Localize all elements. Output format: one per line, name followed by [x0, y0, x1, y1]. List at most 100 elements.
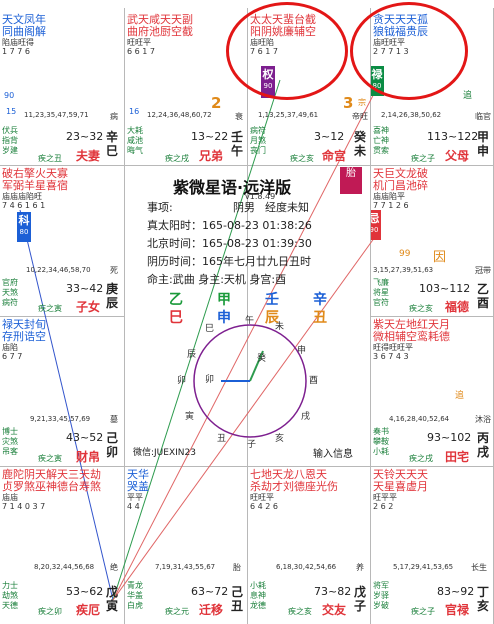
- yin-sha-badge: 胎: [340, 167, 362, 194]
- palace-name[interactable]: 父母: [445, 149, 470, 163]
- palace-name[interactable]: 兄弟: [199, 149, 224, 163]
- compass-label: 卯: [177, 376, 187, 386]
- lunar-time: 阴历时间：165年七月廿九日丑时: [147, 255, 311, 268]
- compass-label: 丑: [217, 434, 227, 444]
- palace-name[interactable]: 田宅: [445, 450, 470, 464]
- life-stage: 沐浴: [475, 415, 491, 424]
- stem-branch: 庚 辰: [106, 282, 119, 310]
- age-range: 3~12: [314, 130, 345, 143]
- gender: 阴男: [233, 201, 255, 214]
- ruler: 疾之戌: [409, 454, 433, 463]
- gods-list: 病符 月煞 丧门: [250, 126, 266, 155]
- palace-cell-wu[interactable]: 武天咸天天副 曲府池厨空截 旺旺平 6 6 1 7 2 16 12,24,36,…: [125, 8, 247, 165]
- gods-list: 伏兵 指背 岁建: [2, 126, 18, 155]
- life-stage: 绝: [110, 563, 118, 572]
- palace-name[interactable]: 子女: [76, 300, 101, 314]
- longitude: 经度未知: [265, 201, 309, 214]
- age-list: 11,23,35,47,59,71: [24, 111, 89, 119]
- palace-name[interactable]: 命宫: [322, 149, 347, 163]
- compass-label: 寅: [185, 412, 195, 422]
- star-names: 天华 哭盖 平平 4 4: [127, 468, 149, 512]
- age-list: 4,16,28,40,52,64: [389, 415, 450, 423]
- ruler: 疾之亥: [409, 304, 433, 313]
- star-names: 紫天左地红天月 微相辅空鸾耗德 旺得旺旺平 3 6 7 4 3: [373, 318, 450, 362]
- input-info-button[interactable]: 输入信息: [313, 449, 353, 460]
- stem-branch: 癸 未: [354, 130, 367, 158]
- stem-branch: 戊 寅: [106, 585, 119, 613]
- stem-branch: 乙 酉: [477, 282, 490, 310]
- age-range: 13~22: [191, 130, 229, 143]
- score: 3: [343, 94, 354, 112]
- age-range: 83~92: [437, 585, 475, 598]
- life-stage: 临官: [475, 112, 491, 121]
- age-range: 33~42: [66, 282, 104, 295]
- palace-name[interactable]: 疾厄: [76, 603, 101, 617]
- compass-label: 巳: [205, 324, 215, 334]
- age-list: 12,24,36,48,60,72: [147, 111, 212, 119]
- ruler: 疾之寅: [38, 454, 62, 463]
- month-branch: 申: [217, 310, 231, 326]
- palace-name[interactable]: 交友: [322, 603, 347, 617]
- zhui-mark: 追: [455, 391, 465, 401]
- month-stem: 甲: [217, 292, 231, 308]
- true-solar-time: 真太阳时：165-08-23 01:38:26: [147, 219, 312, 232]
- app-title: 紫微星语·远洋版: [173, 178, 292, 197]
- star-names: 天铃天天天 天星喜虚月 旺平平 2 6 2: [373, 468, 428, 512]
- ruler: 疾之卯: [38, 607, 62, 616]
- palace-cell-chou[interactable]: 天华 哭盖 平平 4 4 7,19,31,43,55,67 胎 青龙 华盖 白虎…: [125, 467, 247, 624]
- life-stage: 养: [356, 563, 364, 572]
- day-stem: 壬: [265, 292, 279, 308]
- day-branch: 辰: [265, 310, 279, 326]
- compass-label: 癸: [257, 354, 267, 364]
- age-list: 3,15,27,39,51,63: [373, 266, 434, 274]
- palace-cell-you[interactable]: 天巨文龙破 机门昌池碎 庙庙陷平 7 7 1 2 6 忌 90 99 因 3,1…: [371, 166, 493, 316]
- palace-name[interactable]: 夫妻: [76, 149, 101, 163]
- palace-cell-mao[interactable]: 禄天封旬 存刑诰空 庙陷 6 7 7 9,21,33,45,57,69 墓 博士…: [0, 317, 124, 466]
- compass-label: 亥: [275, 434, 285, 444]
- palace-name[interactable]: 财帛: [76, 450, 101, 464]
- palace-cell-hai[interactable]: 天铃天天天 天星喜虚月 旺平平 2 6 2 5,17,29,41,53,65 长…: [371, 467, 493, 624]
- center-panel: 紫微星语·远洋版 v1.8.49 胎 事项: 阴男 经度未知 真太阳时：165-…: [125, 165, 371, 465]
- compass-label: 辰: [187, 350, 197, 360]
- ruler: 疾之寅: [38, 304, 62, 313]
- palace-name[interactable]: 官禄: [445, 603, 470, 617]
- gods-list: 青龙 华盖 白虎: [127, 581, 143, 610]
- highlight-ring: [226, 2, 348, 100]
- zong-mark: 宗: [358, 98, 366, 107]
- wechat-id: 微信:JUEXIN23: [133, 448, 196, 458]
- compass-icon: [193, 324, 307, 438]
- highlight-ring: [350, 2, 468, 100]
- palace-cell-si[interactable]: 天文凤年 同曲阁解 陷庙旺得 1 7 7 6 90 15 11,23,35,47…: [0, 8, 124, 165]
- compass-label: 未: [275, 322, 285, 332]
- stem-branch: 己 卯: [106, 431, 119, 459]
- stem-branch: 丁 亥: [477, 585, 490, 613]
- life-stage: 胎: [233, 563, 241, 572]
- palace-cell-xu[interactable]: 紫天左地红天月 微相辅空鸾耗德 旺得旺旺平 3 6 7 4 3 追 4,16,2…: [371, 317, 493, 466]
- hour-branch: 丑: [313, 310, 327, 326]
- palace-cell-zi[interactable]: 七地天龙八恩天 杀劫才刘德座光伤 旺旺平 6 4 2 6 6,18,30,42,…: [248, 467, 370, 624]
- ruler: 疾之元: [165, 607, 189, 616]
- gods-list: 大耗 咸池 晦气: [127, 126, 143, 155]
- age-range: 73~82: [314, 585, 352, 598]
- ji-badge: 忌 90: [371, 210, 381, 240]
- gods-list: 将军 岁驿 岁破: [373, 581, 389, 610]
- palace-name[interactable]: 福德: [445, 300, 470, 314]
- star-names: 武天咸天天副 曲府池厨空截 旺旺平 6 6 1 7: [127, 13, 193, 57]
- ruler: 疾之戌: [165, 154, 189, 163]
- age-range: 103~112: [419, 282, 471, 295]
- compass-label: 酉: [309, 376, 319, 386]
- palace-name[interactable]: 迁移: [199, 603, 224, 617]
- age-list: 7,19,31,43,55,67: [155, 563, 216, 571]
- score: 99: [399, 249, 411, 259]
- gods-list: 小耗 息神 龙德: [250, 581, 266, 610]
- palace-cell-yin[interactable]: 鹿陀阴天解天三天劫 贞罗煞巫神德台寿煞 庙庙 7 1 4 0 3 7 8,20,…: [0, 467, 124, 624]
- age-range: 113~122: [427, 130, 479, 143]
- life-stage: 死: [110, 266, 118, 275]
- age-range: 63~72: [191, 585, 229, 598]
- star-names: 天文凤年 同曲阁解 陷庙旺得 1 7 7 6: [2, 13, 46, 57]
- compass-label: 子: [247, 440, 257, 450]
- palace-cell-chen[interactable]: 破右擎火天寡 军弼羊星喜宿 庙庙庙陷旺 7 4 6 1 6 1 科 80 10,…: [0, 166, 124, 316]
- ruler: 疾之亥: [290, 154, 314, 163]
